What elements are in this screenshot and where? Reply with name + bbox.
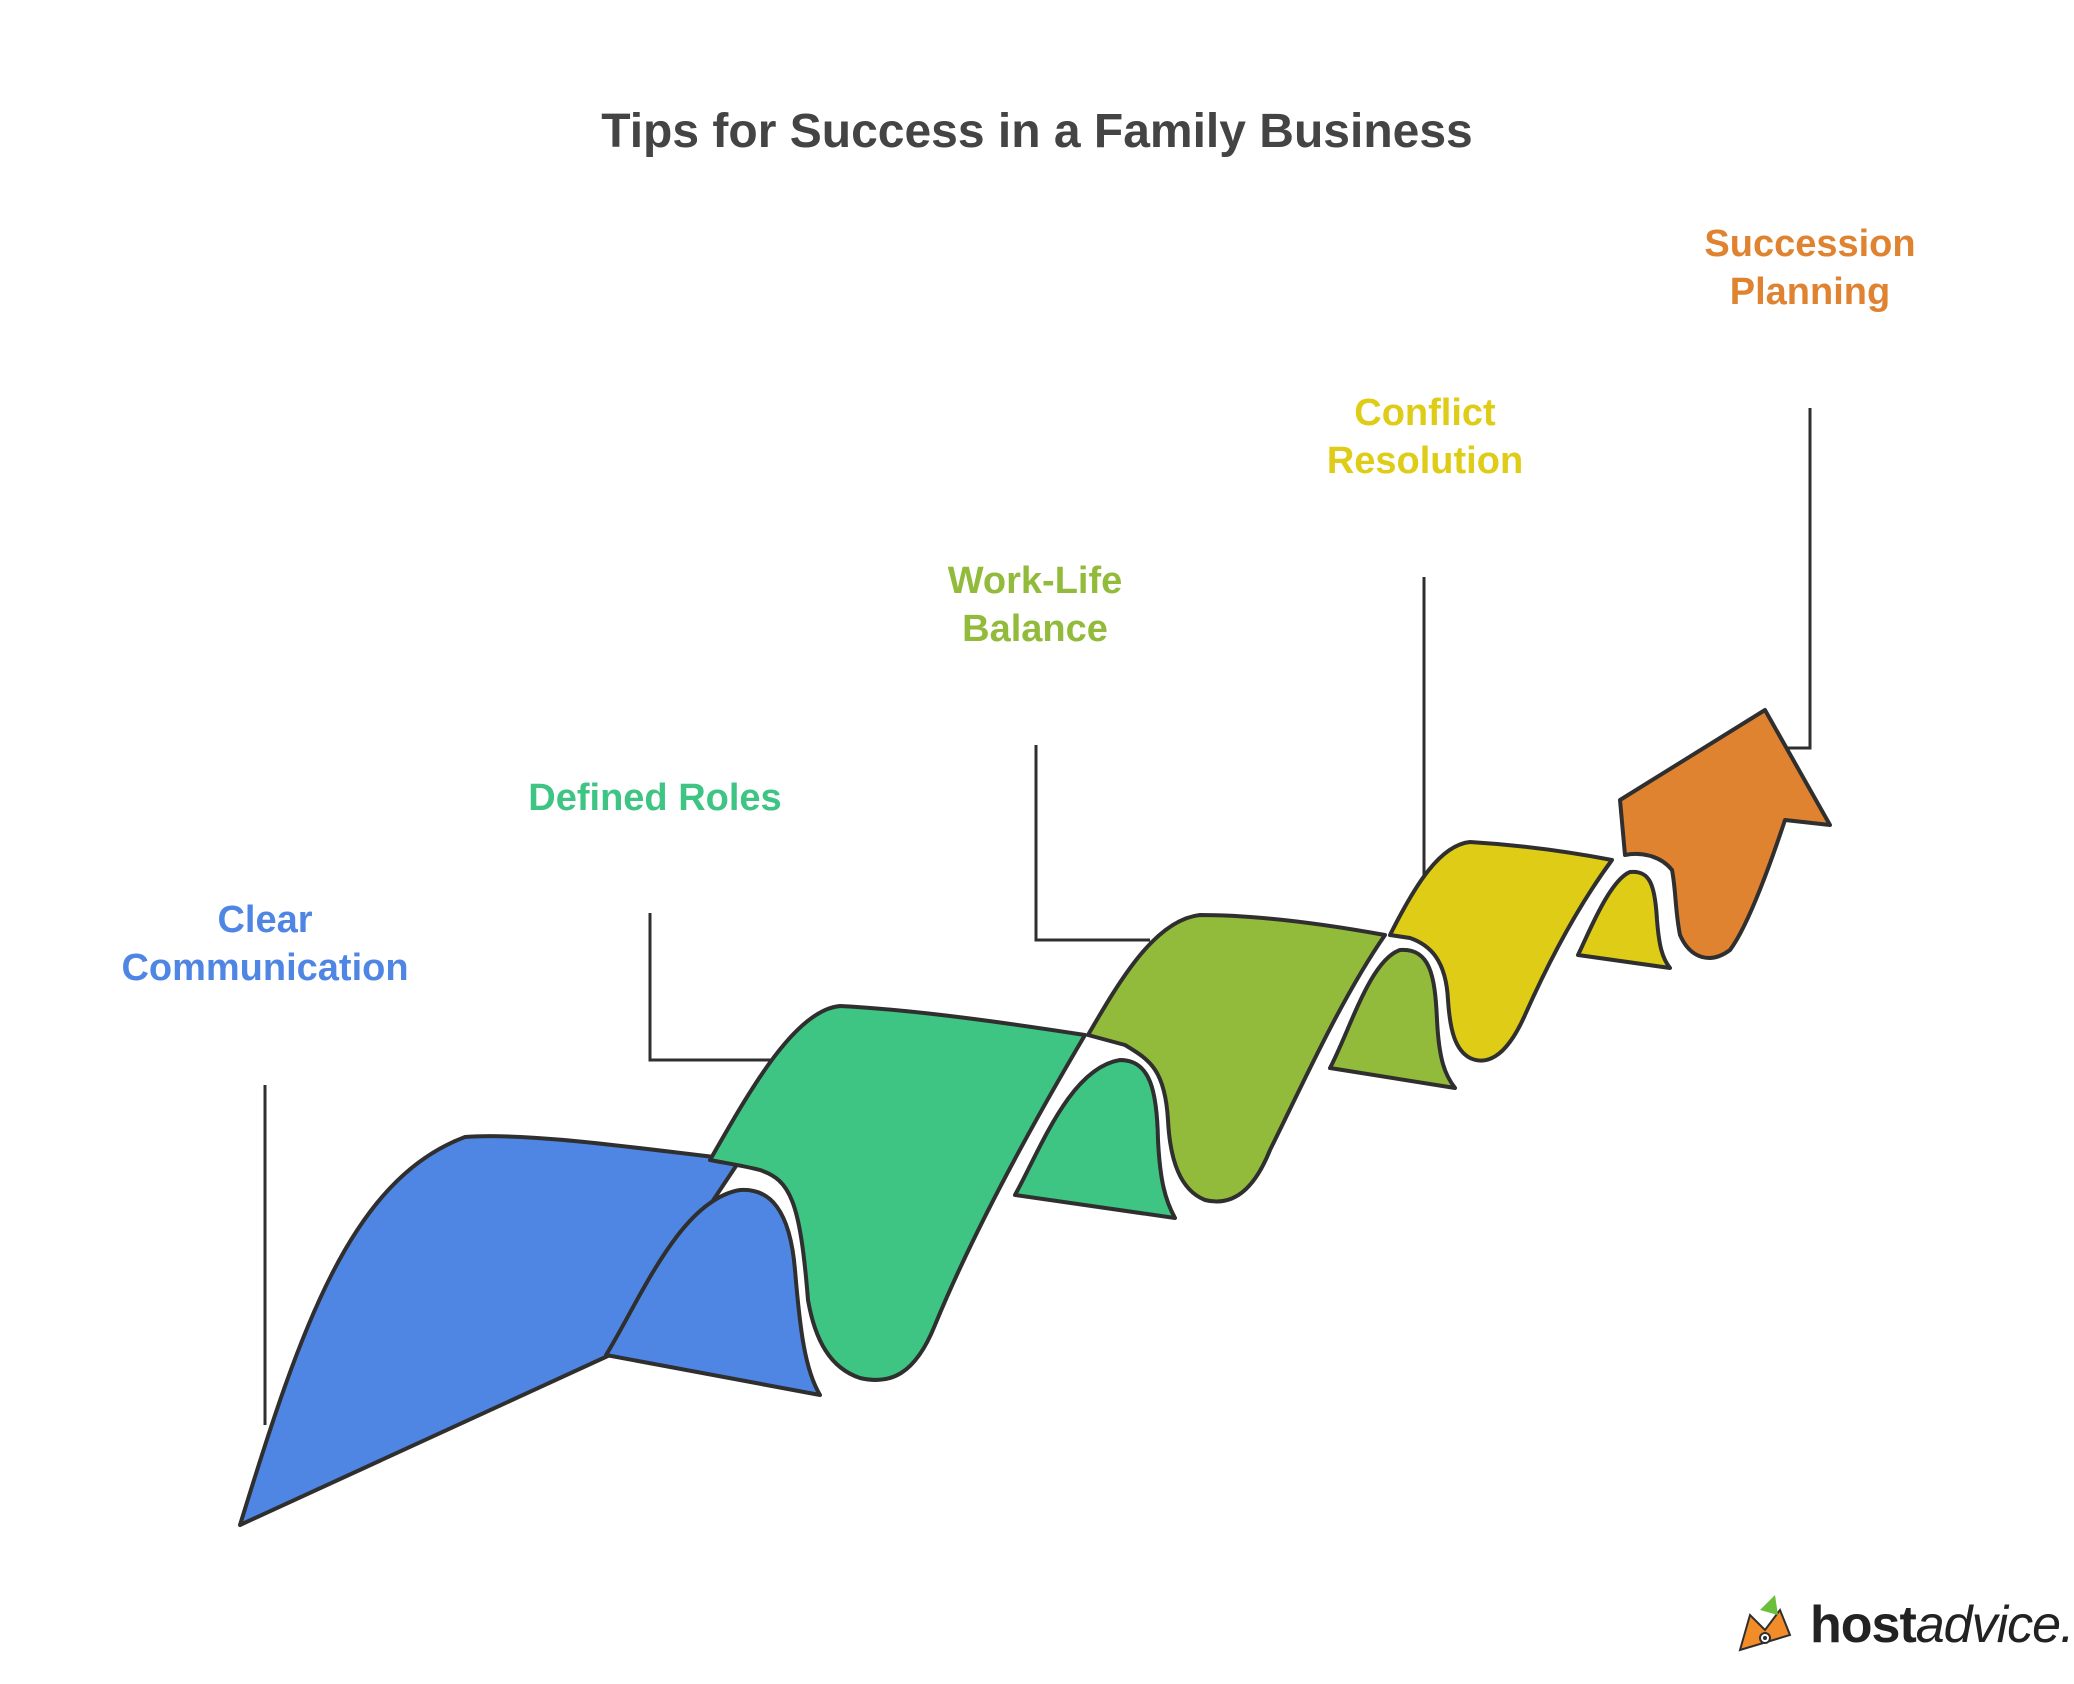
step-label-clear-communication: Clear Communication xyxy=(121,899,409,989)
step-label-defined-roles: Defined Roles xyxy=(528,777,782,819)
brand-wordmark: hostadvice. xyxy=(1810,1595,2074,1655)
ribbon-segment-succession-planning xyxy=(1618,708,1832,960)
ribbon-underside-3 xyxy=(1328,947,1457,1090)
step-label-conflict-resolution: Conflict Resolution xyxy=(1326,392,1524,482)
fox-mascot-icon xyxy=(1738,1595,1792,1652)
leader-lines xyxy=(263,408,1812,1425)
brand-logo: hostadvice. xyxy=(1730,1590,2074,1660)
step-label-succession-planning: Succession Planning xyxy=(1704,223,1916,313)
ribbon-underside-1 xyxy=(604,1187,822,1397)
step-label-work-life-balance: Work-Life Balance xyxy=(947,560,1123,650)
ribbon-segment-conflict-resolution xyxy=(1388,840,1614,1063)
ribbon-segment-defined-roles xyxy=(708,1004,1087,1382)
leader-line-5 xyxy=(1785,408,1812,750)
leader-line-2 xyxy=(648,913,776,1062)
ribbon-underside-4 xyxy=(1576,869,1672,970)
page-title: Tips for Success in a Family Business xyxy=(601,105,1473,158)
ribbon-segment-clear-communication xyxy=(238,1134,742,1527)
brand-name-italic: advice. xyxy=(1915,1596,2074,1654)
ribbon-segment-work-life-balance xyxy=(1086,913,1387,1204)
brand-name-bold: host xyxy=(1810,1596,1917,1654)
ribbon-underside-2 xyxy=(1013,1058,1177,1220)
leader-line-3 xyxy=(1034,745,1150,942)
